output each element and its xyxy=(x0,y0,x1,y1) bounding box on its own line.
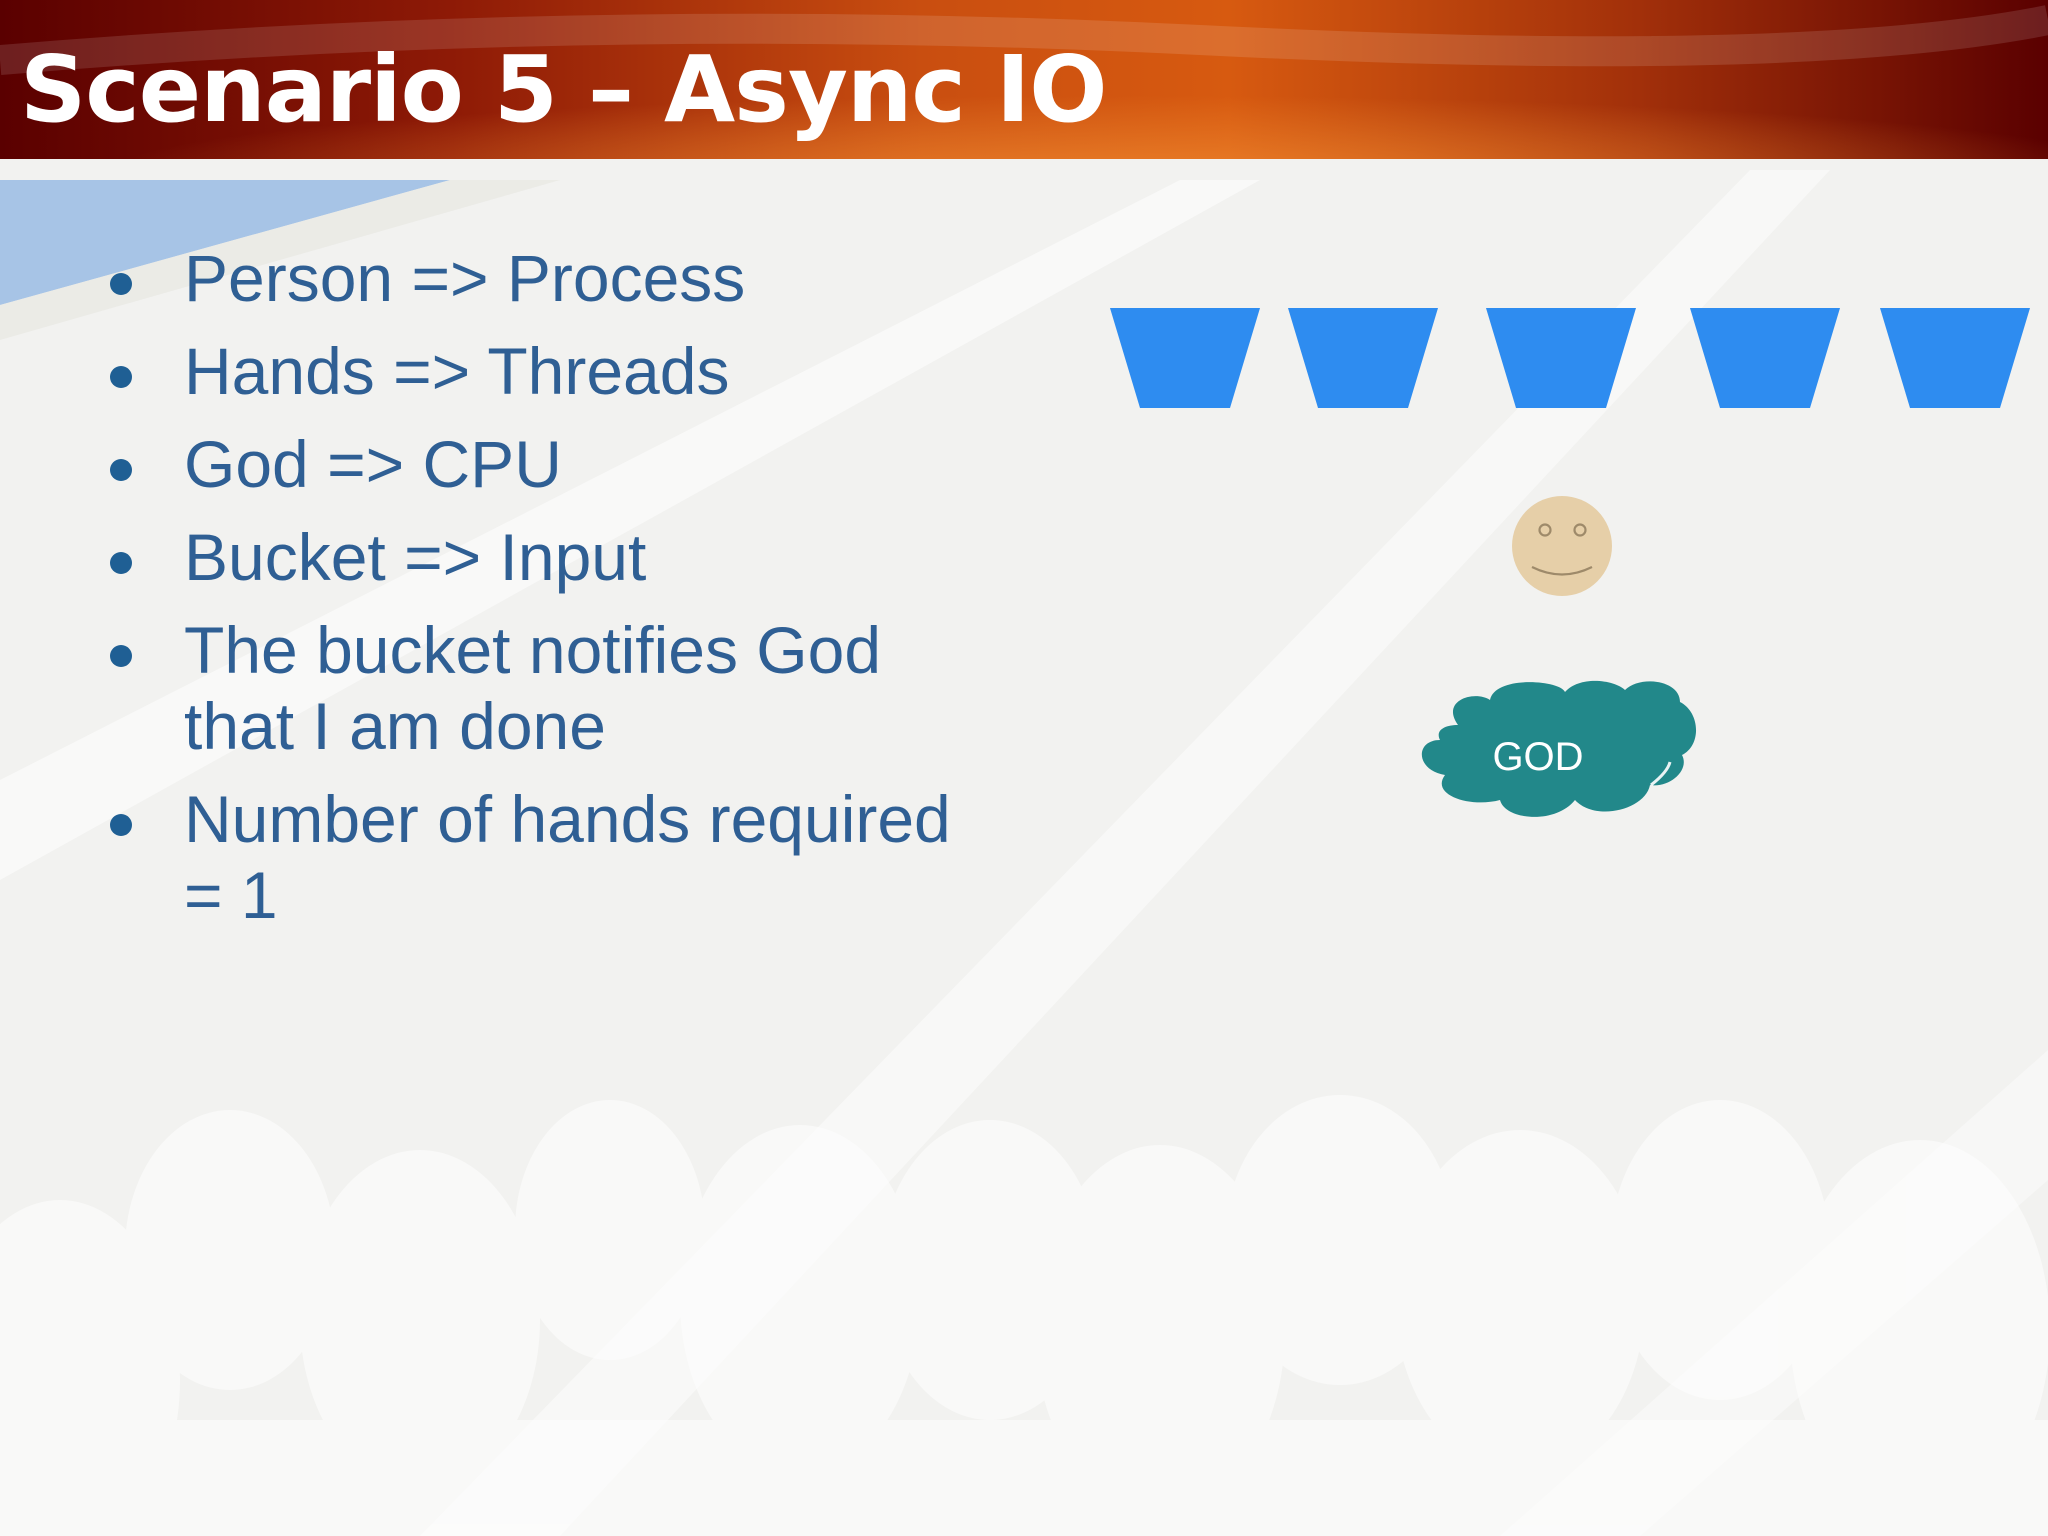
bullet-item: Bucket => Input xyxy=(100,519,1000,595)
bullet-dot-icon xyxy=(110,645,132,667)
right-eye xyxy=(1573,523,1587,537)
bullet-text: Person => Process xyxy=(184,241,746,315)
bullet-dot-icon xyxy=(110,552,132,574)
bucket-icon xyxy=(1690,308,1840,408)
bullet-dot-icon xyxy=(110,366,132,388)
crowd-silhouettes xyxy=(0,1095,2048,1536)
slide-title: Scenario 5 – Async IO xyxy=(20,36,1107,143)
cloud-icon: GOD xyxy=(1421,680,1697,817)
bullet-text: Hands => Threads xyxy=(184,334,730,408)
left-eye xyxy=(1538,523,1552,537)
bullet-item: Number of hands required= 1 xyxy=(100,781,1000,933)
face xyxy=(1512,496,1612,596)
bullet-item: God => CPU xyxy=(100,426,1000,502)
bucket-icon xyxy=(1486,308,1636,408)
bullet-text: The bucket notifies God xyxy=(184,613,882,687)
light-ray xyxy=(0,180,560,340)
bullet-text: God => CPU xyxy=(184,427,562,501)
bullet-text: that I am done xyxy=(184,689,606,763)
bullet-item: Hands => Threads xyxy=(100,333,1000,409)
bullet-dot-icon xyxy=(110,814,132,836)
bullet-dot-icon xyxy=(110,273,132,295)
bullet-item: Person => Process xyxy=(100,240,1000,316)
smiley-face-icon xyxy=(1512,496,1612,596)
bucket-row xyxy=(1110,308,2030,408)
bucket-icon xyxy=(1110,308,1260,408)
bucket-icon xyxy=(1880,308,2030,408)
bucket-icon xyxy=(1288,308,1438,408)
light-ray xyxy=(0,180,1260,880)
bullet-text: Bucket => Input xyxy=(184,520,647,594)
smile xyxy=(1531,566,1593,576)
bullet-text: Number of hands required xyxy=(184,782,951,856)
cloud-label: GOD xyxy=(1492,735,1583,779)
bullet-text: = 1 xyxy=(184,858,278,932)
title-bar xyxy=(0,0,2048,159)
cloud-outline xyxy=(1650,761,1672,787)
bullet-dot-icon xyxy=(110,459,132,481)
cloud-shape xyxy=(1421,680,1697,817)
